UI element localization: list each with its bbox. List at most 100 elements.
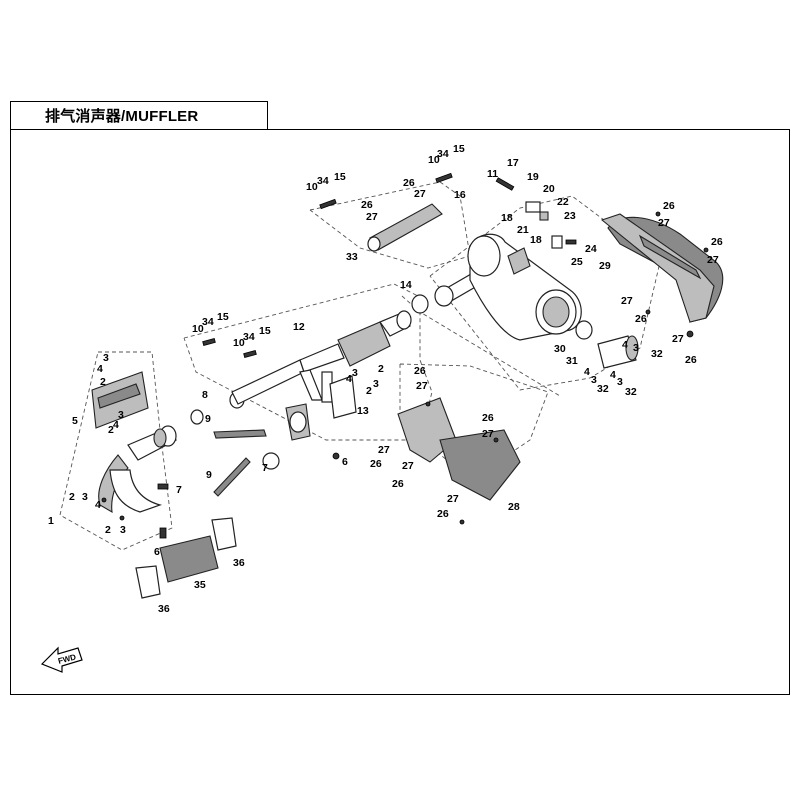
page-title: 排气消声器/MUFFLER: [45, 108, 199, 125]
part-callout: 4: [610, 369, 616, 381]
part-callout: 2: [108, 424, 114, 436]
part-callout: 27: [658, 217, 670, 229]
part-callout: 2: [378, 363, 384, 375]
part-callout: 3: [82, 491, 88, 503]
part-callout: 3: [591, 374, 597, 386]
part-callout: 9: [205, 413, 211, 425]
part-callout: 7: [176, 484, 182, 496]
part-callout: 10: [306, 181, 318, 193]
part-callout: 3: [120, 524, 126, 536]
part-callout: 3: [352, 367, 358, 379]
part-callout: 34: [202, 316, 214, 328]
part-callout: 26: [635, 313, 647, 325]
part-callout: 27: [672, 333, 684, 345]
part-callout: 30: [554, 343, 566, 355]
part-callout: 3: [103, 352, 109, 364]
part-callout: 27: [366, 211, 378, 223]
part-callout: 11: [487, 168, 498, 180]
part-callout: 4: [584, 366, 590, 378]
part-callout: 6: [342, 456, 348, 468]
part-callout: 4: [113, 419, 119, 431]
lower-heat-shield-28: [397, 397, 521, 501]
part-callout: 27: [621, 295, 633, 307]
part-callout: 26: [685, 354, 697, 366]
part-callout: 2: [69, 491, 75, 503]
part-callout: 10: [428, 154, 440, 166]
part-callout: 7: [262, 462, 268, 474]
part-callout: 18: [530, 234, 542, 246]
part-callout: 8: [202, 389, 208, 401]
part-callout: 31: [566, 355, 578, 367]
part-callout: 27: [416, 380, 428, 392]
part-callout: 25: [571, 256, 583, 268]
muffler-body: [467, 233, 593, 341]
part-callout: 2: [366, 385, 372, 397]
part-callout: 5: [72, 415, 78, 427]
part-callout: 27: [707, 254, 719, 266]
flange-gaskets: [135, 517, 237, 599]
part-callout: 32: [625, 386, 637, 398]
part-callout: 18: [501, 212, 513, 224]
part-callout: 3: [118, 409, 124, 421]
part-callout: 19: [527, 171, 539, 183]
part-callout: 15: [217, 311, 229, 323]
part-callout: 26: [370, 458, 382, 470]
part-callout: 27: [402, 460, 414, 472]
part-callout: 27: [378, 444, 390, 456]
part-callout: 20: [543, 183, 555, 195]
part-callout: 3: [373, 378, 379, 390]
part-callout: 4: [622, 339, 628, 351]
upper-heat-shield-33: [367, 203, 443, 252]
part-callout: 26: [403, 177, 415, 189]
group-outline-heat-shield: [309, 181, 471, 269]
part-callout: 2: [105, 524, 111, 536]
mid-pipe-catalytic-converter: [231, 310, 412, 441]
forward-direction-arrow: FWD: [40, 646, 83, 673]
part-callout: 26: [711, 236, 723, 248]
part-callout: 13: [357, 405, 369, 417]
part-callout: 26: [482, 412, 494, 424]
part-callout: 28: [508, 501, 520, 513]
hanger-parts: [495, 177, 577, 249]
part-callout: 4: [97, 363, 103, 375]
part-callout: 21: [517, 224, 529, 236]
diagram-frame: [10, 129, 790, 695]
part-callout: 29: [599, 260, 611, 272]
part-callout: 24: [585, 243, 597, 255]
part-callout: 4: [95, 499, 101, 511]
part-callout: 34: [317, 175, 329, 187]
part-callout: 1: [48, 515, 54, 527]
part-callout: 27: [482, 428, 494, 440]
part-callout: 22: [557, 196, 569, 208]
part-callout: 17: [507, 157, 519, 169]
gaskets-and-sensors: [157, 391, 280, 539]
part-callout: 16: [454, 189, 466, 201]
part-callout: 12: [293, 321, 305, 333]
part-callout: 32: [597, 383, 609, 395]
part-callout: 23: [564, 210, 576, 222]
part-callout: 32: [651, 348, 663, 360]
part-callout: 34: [243, 331, 255, 343]
part-callout: 14: [400, 279, 412, 291]
part-callout: 9: [206, 469, 212, 481]
part-callout: 15: [259, 325, 271, 337]
part-callout: 6: [154, 546, 160, 558]
part-callout: 15: [334, 171, 346, 183]
group-outline-midpipe: [183, 283, 433, 441]
part-callout: 2: [100, 376, 106, 388]
header-heat-shield-5: [91, 371, 149, 429]
front-exhaust-header: [98, 425, 177, 514]
muffler-cover-29: [600, 213, 724, 323]
group-outline-front-pipe: [59, 351, 173, 551]
part-callout: 4: [346, 373, 352, 385]
title-box: 排气消声器/MUFFLER: [10, 101, 268, 130]
part-callout: 15: [453, 143, 465, 155]
part-callout: 33: [346, 251, 358, 263]
part-callout: 35: [194, 579, 206, 591]
part-callout: 26: [437, 508, 449, 520]
part-callout: 27: [414, 188, 426, 200]
part-callout: 26: [392, 478, 404, 490]
